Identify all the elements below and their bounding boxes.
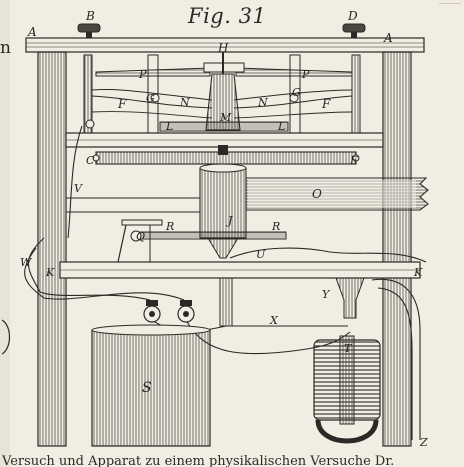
label-p-right: P [301, 68, 310, 81]
page-gutter [0, 0, 10, 467]
rod-v [66, 197, 200, 213]
label-k-right: K [413, 266, 423, 279]
label-k-left: K [45, 266, 55, 279]
label-q: Q [136, 230, 145, 243]
label-z: Z [419, 436, 428, 449]
label-l-right: L [277, 120, 285, 133]
label-r-left: R [165, 220, 174, 233]
top-board [25, 37, 425, 53]
label-j: J [226, 214, 233, 227]
knob-d [342, 23, 366, 38]
part-labels: B D A A H P P G G F F N N M L L C E V O … [20, 9, 428, 449]
corner-mark [439, 3, 461, 13]
margin-text: n [0, 38, 11, 58]
knob-b [77, 23, 101, 38]
label-w: W [20, 256, 33, 269]
margin-arc [1, 319, 11, 355]
label-d: D [347, 9, 358, 23]
lever-q [117, 219, 163, 263]
figure-title: Fig. 31 [188, 4, 267, 28]
wires [24, 125, 427, 440]
label-p-left: P [138, 68, 147, 81]
label-s: S [142, 380, 152, 396]
label-g-right: G [292, 86, 301, 99]
bracket [219, 277, 365, 327]
battery-jar [91, 324, 211, 447]
axle-cylinder [199, 163, 247, 239]
label-t: T [344, 342, 353, 355]
label-f-left: F [117, 97, 127, 111]
disc-ce [92, 145, 360, 165]
label-g-left: G [146, 92, 155, 105]
label-l-left: L [165, 120, 173, 133]
label-b: B [85, 9, 95, 23]
label-a-left: A [27, 25, 37, 39]
label-x: X [269, 314, 279, 327]
beam-o [245, 177, 429, 211]
label-h: H [217, 41, 229, 55]
label-a-right: A [383, 31, 393, 45]
label-n-left: N [179, 96, 190, 109]
binding-posts [143, 300, 195, 323]
electromagnet-coil [313, 335, 381, 444]
right-post [382, 51, 412, 447]
label-v: V [74, 182, 83, 195]
label-y: Y [322, 288, 331, 301]
label-c: C [86, 154, 95, 167]
label-f-right: F [321, 97, 331, 111]
middle-board [65, 132, 384, 148]
label-n-right: N [257, 96, 268, 109]
label-r-right: R [271, 220, 280, 233]
l-plate [159, 121, 289, 132]
label-u: U [256, 248, 266, 261]
label-e: E [349, 154, 358, 167]
label-m: M [219, 111, 232, 124]
left-post [37, 51, 67, 447]
lower-board [59, 261, 421, 279]
figure-caption: Versuch und Apparat zu einem physikalisc… [2, 454, 395, 467]
label-o: O [312, 187, 322, 201]
arms-f [85, 88, 353, 129]
